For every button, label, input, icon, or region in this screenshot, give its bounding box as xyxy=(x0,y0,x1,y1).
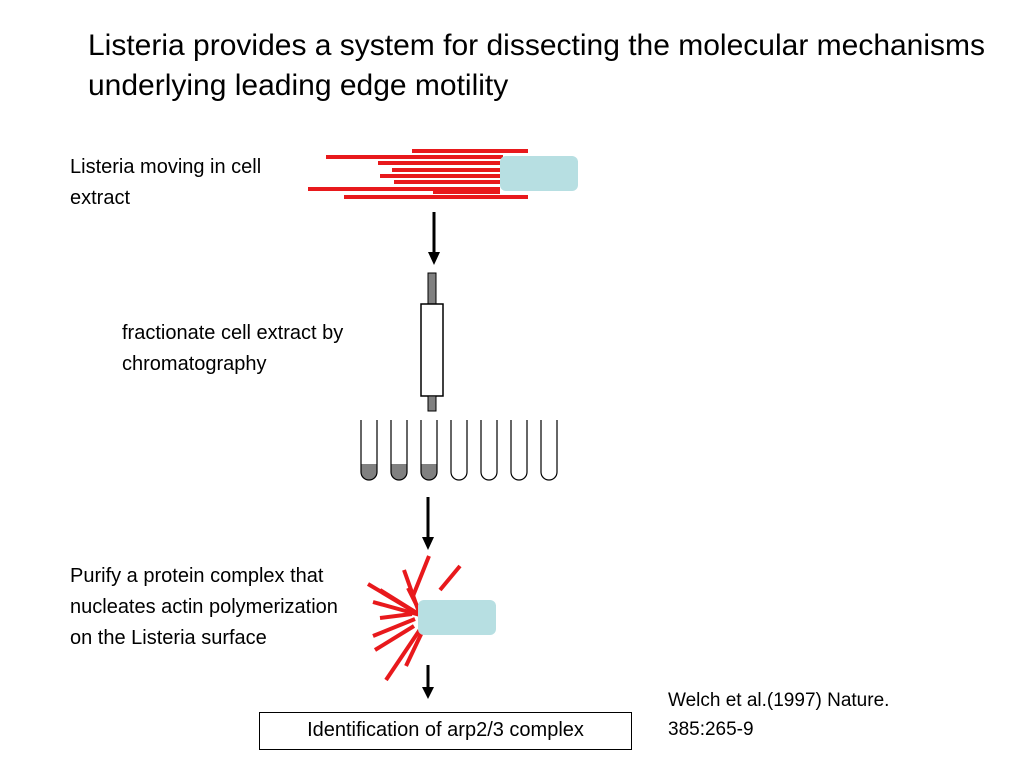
fraction-fill xyxy=(391,464,407,480)
fraction-tube xyxy=(390,420,408,481)
fraction-fill xyxy=(421,464,437,480)
arrow-down xyxy=(422,665,434,699)
actin-filament xyxy=(372,617,416,638)
column-body xyxy=(420,303,444,397)
tube-outline xyxy=(450,420,468,481)
listeria-bacterium xyxy=(418,600,496,635)
tube-outline xyxy=(510,420,528,481)
tube-outline xyxy=(420,420,438,481)
citation: Welch et al.(1997) Nature. 385:265-9 xyxy=(668,690,890,740)
tube-outline xyxy=(480,420,498,481)
fraction-tube xyxy=(450,420,468,481)
chromatography-column xyxy=(420,272,444,412)
actin-filament xyxy=(438,564,462,592)
fraction-tube xyxy=(510,420,528,481)
fraction-tube xyxy=(480,420,498,481)
chromatography-label: fractionate cell extract by chromatograp… xyxy=(122,322,344,375)
arrow-down xyxy=(428,212,440,265)
listeria-nucleation xyxy=(366,555,496,682)
fraction-tube xyxy=(360,420,378,481)
result-box: Identification of arp2/3 complex xyxy=(259,712,632,750)
actin-filament xyxy=(378,588,422,617)
tube-outline xyxy=(540,420,558,481)
listeria-bacterium xyxy=(500,156,578,191)
column-inlet xyxy=(427,272,437,305)
arrow-down xyxy=(422,497,434,550)
fraction-tubes xyxy=(360,420,558,481)
actin-filament xyxy=(384,623,425,682)
actin-filament xyxy=(373,624,416,652)
actin-filament xyxy=(379,612,413,620)
slide-title: Listeria provides a system for dissectin… xyxy=(88,29,986,102)
moving-in-extract-label: Listeria moving in cell extract xyxy=(70,156,262,209)
fraction-tube xyxy=(540,420,558,481)
tube-outline xyxy=(390,420,408,481)
tube-outline xyxy=(360,420,378,481)
purify-complex-label: Purify a protein complex that nucleates … xyxy=(70,565,338,649)
listeria-comet-tail xyxy=(308,149,578,199)
fraction-fill xyxy=(361,464,377,480)
actin-filament xyxy=(411,555,431,597)
actin-filaments xyxy=(366,555,462,682)
actin-filament xyxy=(404,627,426,667)
actin-filament xyxy=(372,600,421,617)
column-outlet xyxy=(427,395,437,412)
fraction-tube xyxy=(420,420,438,481)
actin-filaments xyxy=(308,149,528,199)
